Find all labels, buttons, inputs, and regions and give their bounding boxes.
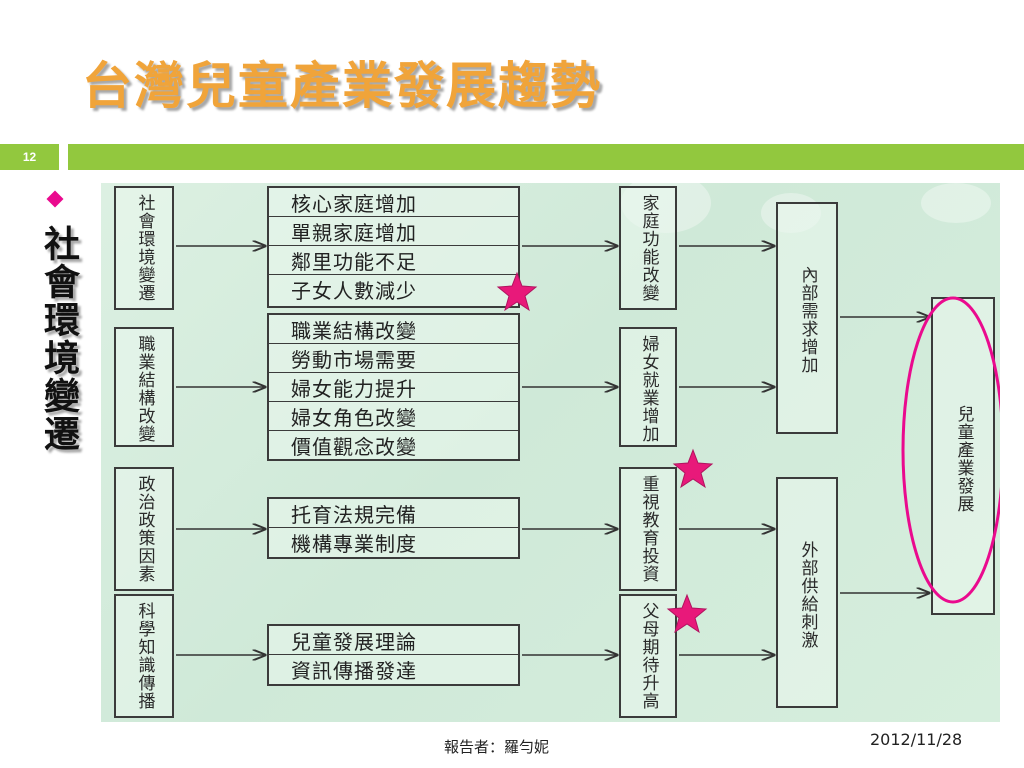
detail-item: 托育法規完備	[269, 499, 518, 528]
effect-box-women-employment: 婦女就業增加	[619, 327, 677, 447]
diamond-bullet-icon	[46, 190, 64, 208]
section-heading: 社會環境變遷	[38, 225, 79, 453]
detail-item: 婦女能力提升	[269, 373, 518, 402]
slide-title: 台灣兒童產業發展趨勢	[82, 57, 602, 115]
slide-number: 12	[0, 144, 59, 170]
star-icon	[496, 271, 538, 312]
driver-label: 外部供給刺激	[797, 541, 818, 649]
detail-item: 機構專業制度	[291, 532, 417, 556]
detail-stack-social: 核心家庭增加 單親家庭增加 鄰里功能不足 子女人數減少	[267, 186, 520, 308]
detail-item: 資訊傳播發達	[291, 659, 417, 683]
star-icon	[666, 593, 708, 634]
decor-blossom	[921, 183, 991, 223]
detail-stack-occupation: 職業結構改變 勞動市場需要 婦女能力提升 婦女角色改變 價值觀念改變	[267, 313, 520, 461]
category-box-science: 科學知識傳播	[114, 594, 174, 718]
effect-box-education: 重視教育投資	[619, 467, 677, 591]
highlight-ellipse	[901, 296, 1000, 604]
detail-item: 勞動市場需要	[269, 344, 518, 373]
reporter-label: 報告者：羅勻妮	[444, 738, 550, 756]
category-label: 社會環境變遷	[134, 194, 155, 302]
effect-label: 重視教育投資	[638, 475, 659, 583]
driver-box-internal: 內部需求增加	[776, 202, 838, 434]
diagram-connectors	[176, 183, 1000, 722]
category-box-policy: 政治政策因素	[114, 467, 174, 591]
effect-label: 家庭功能改變	[638, 194, 659, 302]
detail-item: 兒童發展理論	[269, 626, 518, 655]
category-label: 職業結構改變	[134, 335, 155, 443]
driver-box-external: 外部供給刺激	[776, 477, 838, 708]
detail-item: 婦女角色改變	[269, 402, 518, 431]
detail-item: 子女人數減少	[291, 279, 417, 303]
category-label: 科學知識傳播	[134, 602, 155, 710]
result-label: 兒童產業發展	[953, 405, 974, 513]
detail-stack-science: 兒童發展理論 資訊傳播發達	[267, 624, 520, 686]
flow-diagram: 社會環境變遷 職業結構改變 政治政策因素 科學知識傳播 核心家庭增加 單親家庭增…	[101, 183, 1000, 722]
detail-item: 職業結構改變	[269, 315, 518, 344]
detail-item: 核心家庭增加	[269, 188, 518, 217]
effect-box-family: 家庭功能改變	[619, 186, 677, 310]
detail-stack-policy: 托育法規完備 機構專業制度	[267, 497, 520, 559]
detail-item: 單親家庭增加	[269, 217, 518, 246]
detail-item: 價值觀念改變	[291, 435, 417, 459]
category-label: 政治政策因素	[134, 475, 155, 583]
header-divider-bar	[68, 144, 1024, 170]
driver-label: 內部需求增加	[797, 266, 818, 374]
detail-item: 鄰里功能不足	[269, 246, 518, 275]
category-box-occupation: 職業結構改變	[114, 327, 174, 447]
effect-label: 婦女就業增加	[638, 335, 659, 443]
category-box-social: 社會環境變遷	[114, 186, 174, 310]
effect-label: 父母期待升高	[638, 602, 659, 710]
date-label: 2012/11/28	[870, 730, 963, 749]
result-box: 兒童產業發展	[931, 297, 995, 615]
star-icon	[672, 448, 714, 489]
effect-box-parent-expectation: 父母期待升高	[619, 594, 677, 718]
